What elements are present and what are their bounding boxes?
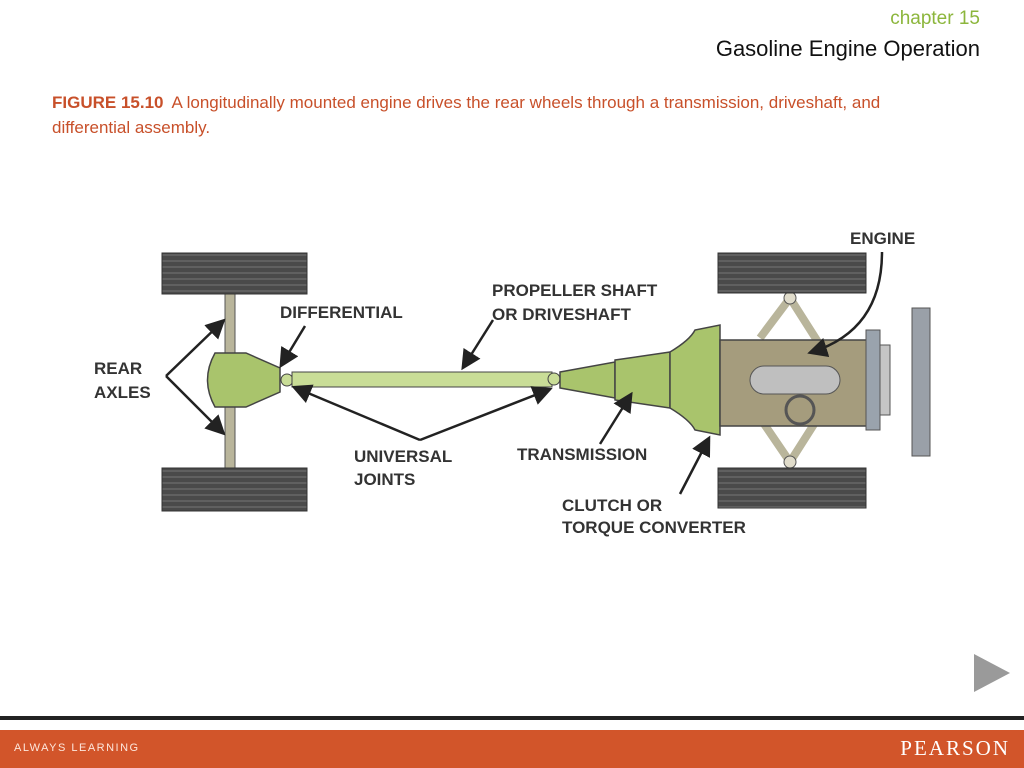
- engine-valve-cover: [749, 365, 841, 395]
- radiator: [911, 307, 931, 457]
- label-transmission: TRANSMISSION: [517, 445, 647, 464]
- chapter-label: chapter 15: [890, 8, 980, 29]
- rear-universal-joint: [280, 373, 294, 387]
- label-rear-axles-line1: REAR: [94, 359, 142, 378]
- label-differential: DIFFERENTIAL: [280, 303, 403, 322]
- front-universal-joint: [547, 372, 561, 386]
- driveshaft: [291, 371, 553, 388]
- slide-title: Gasoline Engine Operation: [715, 36, 980, 61]
- label-arrows: [165, 251, 884, 495]
- label-engine: ENGINE: [850, 229, 915, 248]
- label-universal-joints-line1: UNIVERSAL: [354, 447, 452, 466]
- rear-right-tire: [161, 467, 308, 512]
- engine-front-cover: [865, 329, 881, 431]
- engine-flywheel: [784, 394, 816, 426]
- clutch-housing: [669, 324, 721, 436]
- transmission-case: [614, 351, 671, 409]
- transmission: [559, 361, 616, 399]
- mount-bolt-bottom: [783, 455, 797, 469]
- label-propeller-shaft-line1: PROPELLER SHAFT: [492, 281, 658, 300]
- play-triangle-icon: [974, 654, 1010, 692]
- label-clutch-line1: CLUTCH OR: [562, 496, 662, 515]
- footer-divider: [0, 716, 1024, 720]
- drivetrain-diagram: ENGINE PROPELLER SHAFT OR DRIVESHAFT DIF…: [94, 229, 931, 537]
- differential: [206, 352, 281, 408]
- label-clutch-line2: TORQUE CONVERTER: [562, 518, 746, 537]
- figure-number: FIGURE 15.10: [52, 93, 164, 112]
- mount-bolt-top: [783, 291, 797, 305]
- footer-bar: ALWAYS LEARNING PEARSON: [0, 730, 1024, 768]
- front-right-tire: [717, 467, 867, 509]
- footer-tagline: ALWAYS LEARNING: [14, 742, 140, 754]
- publisher-logo: PEARSON: [900, 736, 1010, 760]
- engine-pulleys: [879, 344, 891, 416]
- label-universal-joints-line2: JOINTS: [354, 470, 415, 489]
- label-rear-axles-line2: AXLES: [94, 383, 151, 402]
- figure-caption-text: A longitudinally mounted engine drives t…: [52, 93, 881, 137]
- front-left-tire: [717, 252, 867, 294]
- rear-left-tire: [161, 252, 308, 295]
- label-propeller-shaft-line2: OR DRIVESHAFT: [492, 305, 631, 324]
- next-slide-button[interactable]: [972, 652, 1012, 694]
